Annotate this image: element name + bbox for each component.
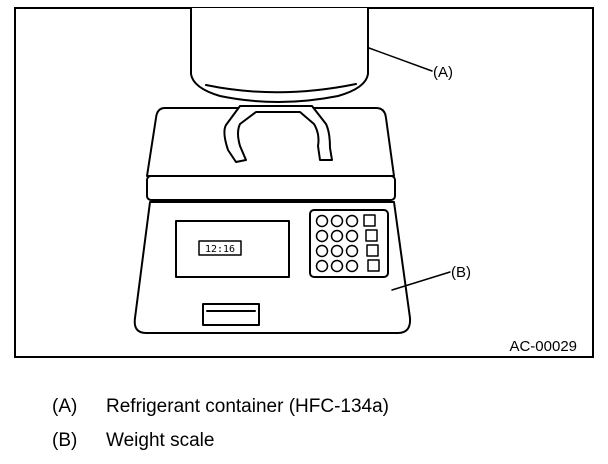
- legend-key-a: (A): [52, 396, 78, 417]
- display-screen: [198, 240, 242, 256]
- legend-key-b: (B): [52, 430, 78, 451]
- callout-b: (B): [451, 264, 471, 281]
- callout-a: (A): [433, 64, 453, 81]
- refrigerant-container: [190, 7, 369, 163]
- legend-text-b: Weight scale: [106, 430, 215, 451]
- display-reading: 12:16: [205, 244, 235, 255]
- legend-item-b: (B) Weight scale: [52, 430, 214, 452]
- leader-line-b: [391, 271, 451, 291]
- keypad-keys: [315, 214, 380, 273]
- weight-scale: [133, 107, 412, 334]
- legend-item-a: (A) Refrigerant container (HFC-134a): [52, 396, 389, 418]
- figure-code: AC-00029: [509, 338, 577, 355]
- container-body: [190, 7, 369, 103]
- diagram-figure: 12:16 (A) (B) AC-00029: [14, 7, 594, 358]
- scale-platform-top: [146, 107, 395, 177]
- leader-line-a: [368, 47, 433, 72]
- keypad: [309, 209, 389, 278]
- scale-slot: [202, 303, 260, 326]
- legend-text-a: Refrigerant container (HFC-134a): [106, 396, 390, 417]
- container-stand: [223, 105, 333, 163]
- scale-platform-edge: [146, 175, 396, 201]
